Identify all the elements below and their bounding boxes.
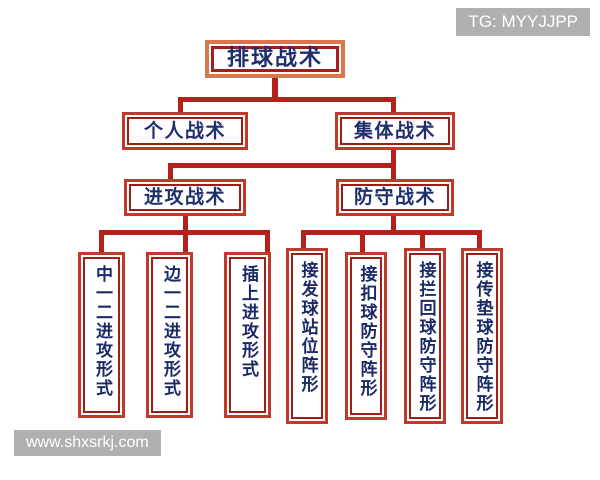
- node-collective-inner: 集体战术: [340, 117, 450, 145]
- leaf-defense-3-label: 接拦回球防守阵形: [415, 261, 436, 413]
- connector-to-attack: [168, 163, 173, 181]
- connector-defense-bar: [301, 230, 482, 235]
- connector-level3-bar: [168, 163, 396, 168]
- watermark-bottom-left: www.shxsrkj.com: [14, 430, 161, 456]
- connector-to-collective: [391, 97, 396, 114]
- leaf-attack-2-inner: 边一二进攻形式: [151, 257, 188, 413]
- node-collective-tactics[interactable]: 集体战术: [335, 112, 455, 150]
- leaf-attack-3-inner: 插上进攻形式: [229, 257, 266, 413]
- connector-attack-drop-1: [99, 230, 104, 254]
- connector-attack-drop-3: [265, 230, 270, 254]
- leaf-defense-4-label: 接传垫球防守阵形: [472, 261, 493, 413]
- connector-defense-drop-4: [477, 230, 482, 250]
- node-root-volleyball-tactics[interactable]: 排球战术: [205, 40, 345, 78]
- node-root-inner: 排球战术: [211, 46, 339, 72]
- connector-root-stem: [272, 78, 278, 100]
- node-attack-inner: 进攻战术: [129, 184, 241, 211]
- connector-to-defense: [391, 163, 396, 181]
- node-defense-inner: 防守战术: [341, 184, 449, 211]
- leaf-attack-1-label: 中一二进攻形式: [92, 265, 113, 398]
- leaf-defense-2-inner: 接扣球防守阵形: [350, 257, 382, 415]
- leaf-attack-1[interactable]: 中一二进攻形式: [78, 252, 125, 418]
- leaf-defense-2-label: 接扣球防守阵形: [356, 265, 377, 398]
- node-defense-label: 防守战术: [353, 186, 436, 208]
- node-attack-tactics[interactable]: 进攻战术: [124, 179, 246, 216]
- leaf-defense-3[interactable]: 接拦回球防守阵形: [404, 248, 446, 424]
- leaf-attack-2[interactable]: 边一二进攻形式: [146, 252, 193, 418]
- connector-defense-drop-3: [420, 230, 425, 250]
- leaf-attack-2-label: 边一二进攻形式: [160, 265, 181, 398]
- connector-collective-stem: [391, 150, 396, 165]
- node-attack-label: 进攻战术: [143, 186, 226, 208]
- connector-defense-drop-2: [360, 230, 365, 254]
- leaf-defense-1-inner: 接发球站位阵形: [291, 253, 323, 419]
- watermark-top-right-text: TG: MYYJJPP: [468, 12, 578, 31]
- leaf-defense-1[interactable]: 接发球站位阵形: [286, 248, 328, 424]
- node-defense-tactics[interactable]: 防守战术: [336, 179, 454, 216]
- watermark-bottom-left-text: www.shxsrkj.com: [26, 434, 149, 451]
- node-individual-inner: 个人战术: [127, 117, 243, 145]
- connector-defense-stem: [391, 216, 396, 232]
- leaf-defense-4-inner: 接传垫球防守阵形: [466, 253, 498, 419]
- node-individual-label: 个人战术: [143, 119, 226, 142]
- node-root-label: 排球战术: [226, 46, 323, 71]
- connector-attack-drop-2: [183, 230, 188, 254]
- leaf-defense-1-label: 接发球站位阵形: [297, 261, 318, 394]
- leaf-attack-1-inner: 中一二进攻形式: [83, 257, 120, 413]
- node-collective-label: 集体战术: [353, 119, 436, 142]
- watermark-top-right: TG: MYYJJPP: [456, 8, 590, 36]
- node-individual-tactics[interactable]: 个人战术: [122, 112, 248, 150]
- leaf-attack-3[interactable]: 插上进攻形式: [224, 252, 271, 418]
- leaf-attack-3-label: 插上进攻形式: [238, 265, 259, 379]
- connector-attack-stem: [183, 216, 188, 232]
- leaf-defense-4[interactable]: 接传垫球防守阵形: [461, 248, 503, 424]
- leaf-defense-3-inner: 接拦回球防守阵形: [409, 253, 441, 419]
- connector-root-bar: [178, 97, 396, 102]
- connector-defense-drop-1: [301, 230, 306, 250]
- connector-to-individual: [178, 97, 183, 114]
- leaf-defense-2[interactable]: 接扣球防守阵形: [345, 252, 387, 420]
